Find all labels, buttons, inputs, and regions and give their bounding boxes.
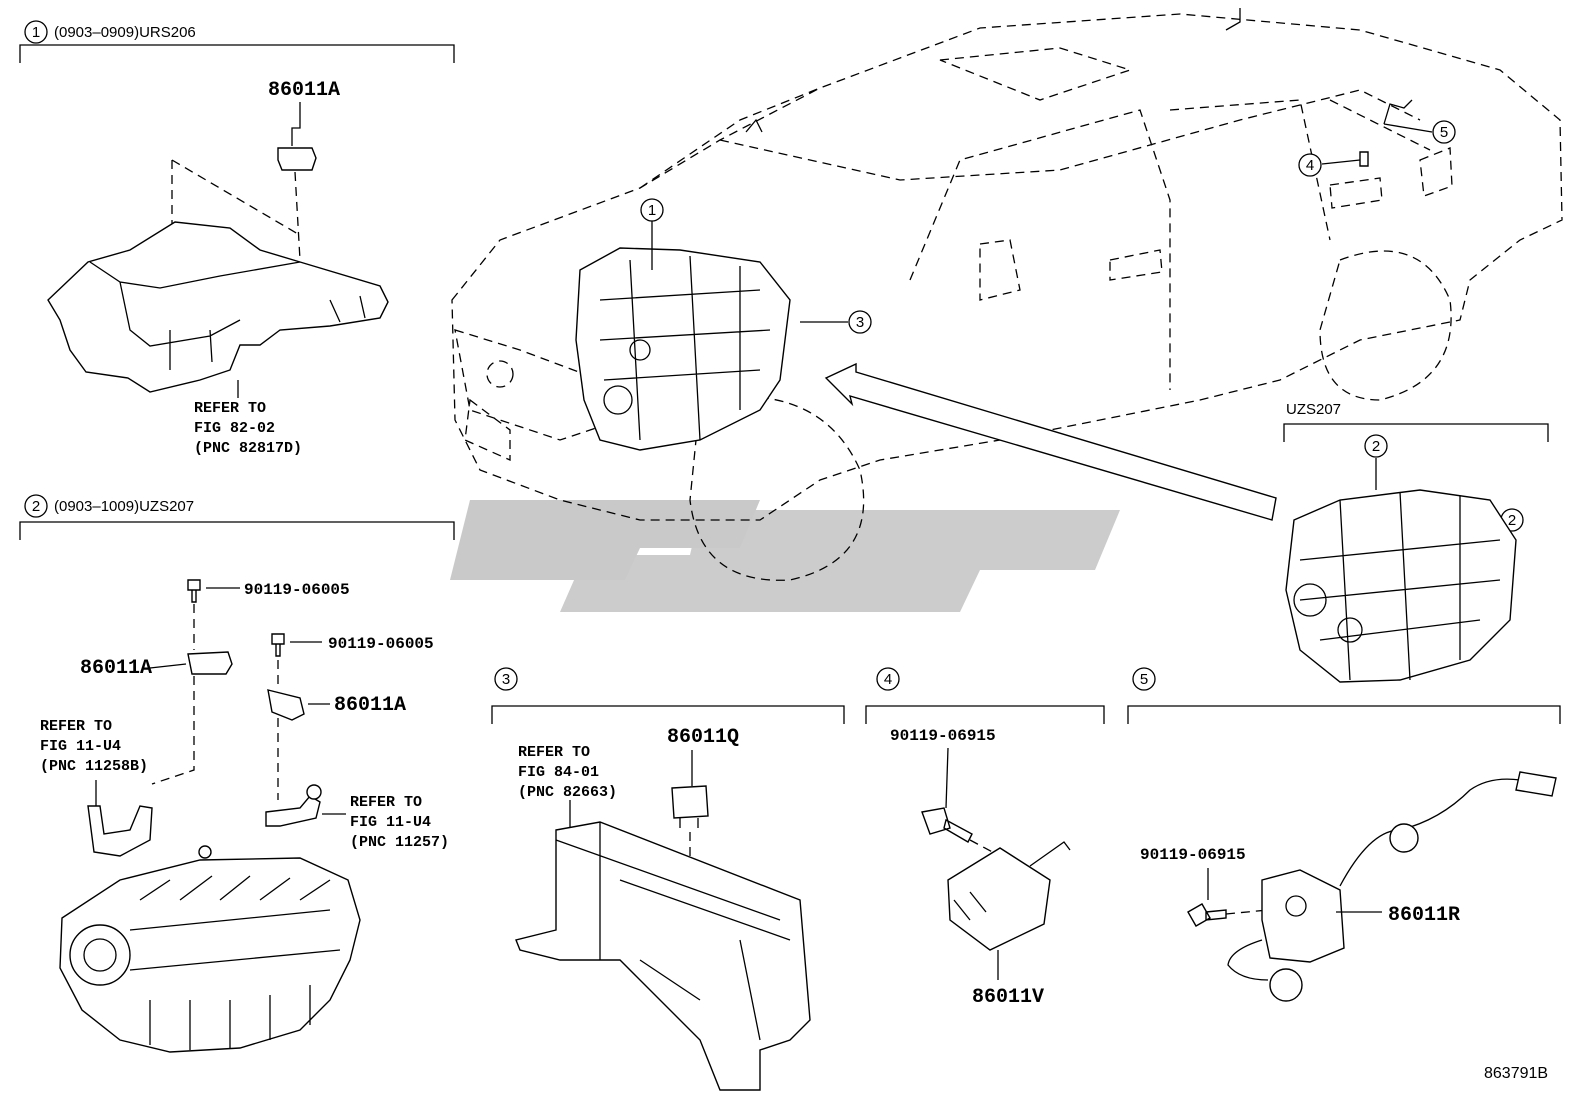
s2-bolt-b-part-number: 90119-06005 — [328, 635, 434, 653]
section-1-title: (0903–0909)URS206 — [54, 24, 196, 41]
relay-icon — [267, 689, 305, 721]
inset-engine: UZS207 2 2 — [1283, 401, 1549, 683]
section-2-title: (0903–1009)UZS207 — [54, 498, 194, 515]
bolt-icon — [921, 807, 973, 843]
s1-ref-line-1: REFER TO — [194, 400, 266, 417]
relay-icon — [671, 785, 709, 819]
inset-engine-title: UZS207 — [1286, 401, 1341, 418]
section-2-number: 2 — [32, 498, 40, 515]
s2-ref-left-line-3: (PNC 11258B) — [40, 758, 148, 775]
section-1-number: 1 — [32, 24, 40, 41]
section-2-number-circle — [24, 494, 48, 518]
bracket-part — [87, 805, 153, 857]
s1-relay-part-number: 86011A — [268, 79, 340, 102]
pointer-arrow — [824, 362, 1277, 521]
section-5-bracket — [1127, 705, 1561, 724]
car-engine — [575, 247, 791, 451]
section-5-number: 5 — [1140, 671, 1148, 688]
section-4: 4 90119-06915 86011V — [865, 667, 1105, 1009]
s2-bolt-a-part-number: 90119-06005 — [244, 581, 350, 599]
intake-manifold — [59, 845, 361, 1053]
car-callout-5: 5 — [1440, 124, 1448, 141]
section-3: 3 REFER TO FIG 84-01 (PNC 82663) 86011Q — [491, 667, 845, 1091]
s2-ref-left-line-2: FIG 11-U4 — [40, 738, 121, 755]
bolt-icon — [271, 633, 285, 657]
s2-relay-a-part-number: 86011A — [80, 657, 152, 680]
bracket-part — [515, 821, 811, 1091]
s2-ref-right-line-3: (PNC 11257) — [350, 834, 449, 851]
section-3-number: 3 — [502, 671, 510, 688]
engine-callout-2b: 2 — [1508, 512, 1516, 529]
s2-ref-left-line-1: REFER TO — [40, 718, 112, 735]
section-5: 5 90119-06915 86011R — [1127, 667, 1561, 1002]
s5-bolt-part-number: 90119-06915 — [1140, 846, 1246, 864]
bolt-icon — [1187, 903, 1227, 927]
s4-bolt-part-number: 90119-06915 — [890, 727, 996, 745]
bolt-icon — [187, 579, 201, 603]
s2-ref-right-line-2: FIG 11-U4 — [350, 814, 431, 831]
relay-icon — [277, 147, 317, 171]
relay-icon — [947, 847, 1051, 951]
section-3-bracket — [491, 705, 845, 724]
section-1-number-circle — [24, 20, 48, 44]
callout-circle — [640, 198, 664, 222]
s3-relay-part-number: 86011Q — [667, 726, 739, 749]
car-callout-1: 1 — [648, 202, 656, 219]
s2-relay-b-part-number: 86011A — [334, 694, 406, 717]
watermark-logo — [450, 500, 1120, 612]
car-callouts: 1 3 4 5 — [640, 99, 1456, 334]
relay-icon — [187, 651, 233, 675]
s4-relay-part-number: 86011V — [972, 986, 1044, 1009]
s1-ref-line-3: (PNC 82817D) — [194, 440, 302, 457]
section-2-bracket — [19, 521, 455, 540]
figure-code: 863791B — [1484, 1065, 1548, 1082]
s3-ref-line-2: FIG 84-01 — [518, 764, 599, 781]
bracket-part — [265, 795, 321, 827]
section-4-number: 4 — [884, 671, 892, 688]
relay-icon — [1261, 869, 1345, 963]
s1-ref-line-2: FIG 82-02 — [194, 420, 275, 437]
section-2: 2 (0903–1009)UZS207 90119-06005 90119-06… — [19, 494, 455, 1053]
s5-relay-part-number: 86011R — [1388, 904, 1460, 927]
bracket-part — [47, 221, 389, 393]
section-1-bracket — [19, 44, 455, 63]
s3-ref-line-3: (PNC 82663) — [518, 784, 617, 801]
section-4-bracket — [865, 705, 1105, 724]
s2-ref-right-line-1: REFER TO — [350, 794, 422, 811]
car-callout-3: 3 — [856, 314, 864, 331]
engine-callout-2a: 2 — [1372, 438, 1380, 455]
s3-ref-line-1: REFER TO — [518, 744, 590, 761]
car-callout-4: 4 — [1306, 157, 1314, 174]
section-1: 1 (0903–0909)URS206 86011A REFER TO FIG … — [19, 20, 455, 457]
